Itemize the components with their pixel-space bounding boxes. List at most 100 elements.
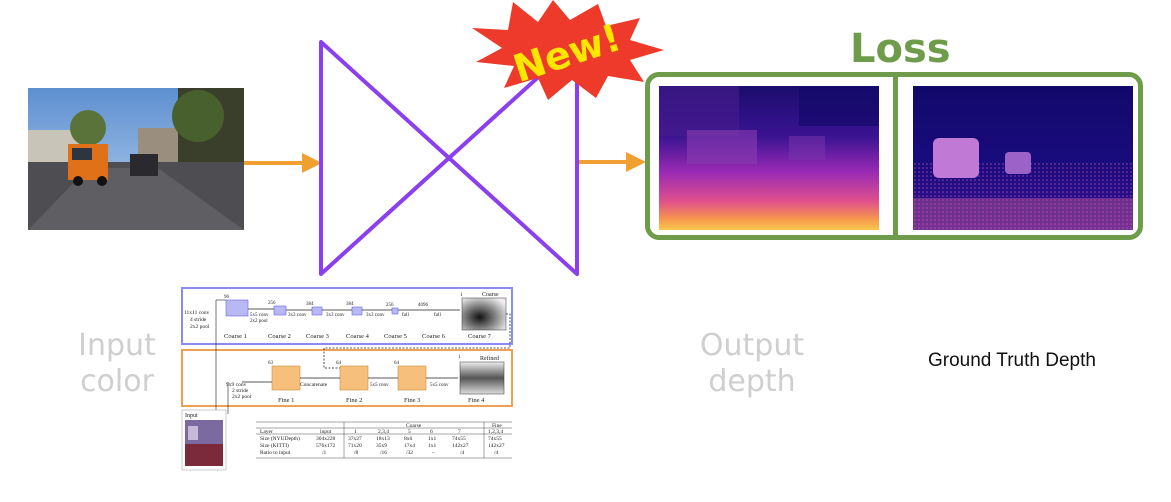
coarse-conv-1b: 2x2 pool: [250, 319, 268, 324]
inset-input-caption: Input: [185, 413, 198, 419]
output-arrow: [578, 152, 646, 172]
fine-layer-3: Fine 3: [404, 397, 420, 404]
coarse-conv-5: full: [402, 313, 410, 318]
loss-box-divider: [893, 74, 898, 240]
coarse-layer-5: Coarse 5: [384, 333, 407, 340]
coarse-layer-4: Coarse 4: [346, 333, 370, 340]
table-r1-c0: Size (KITTI): [260, 442, 289, 449]
coarse-ch-6: 4096: [418, 303, 429, 308]
fine-ch-1: 63: [268, 361, 274, 366]
coarse-7-image: [461, 297, 507, 331]
coarse-conv-1: 5x5 conv: [250, 313, 269, 318]
coarse-layer-1: Coarse 1: [224, 333, 247, 340]
coarse-conv-3: 3x3 conv: [326, 313, 345, 318]
table-r1-c2: 71x20: [348, 443, 362, 449]
table-h-5: 6: [430, 429, 433, 435]
input-color-label: Input color: [62, 328, 172, 400]
loss-title: Loss: [850, 26, 951, 72]
table-r0-c2: 37x27: [348, 436, 362, 442]
table-r1-c7: 142x27: [488, 443, 505, 449]
table-h-4: 5: [408, 429, 411, 435]
fine-conv-1: 5x5 conv: [370, 383, 389, 388]
fine-layer-4: Fine 4: [468, 397, 485, 404]
table-r1-c1: 576x172: [316, 443, 336, 449]
fine-layer-2: Fine 2: [346, 397, 362, 404]
table-h-0: Layer: [260, 429, 273, 435]
coarse-ch-4: 384: [346, 302, 354, 307]
table-r2-c3: /16: [380, 450, 387, 456]
table-r2-c5: –: [431, 450, 435, 456]
refined-title: Refined: [480, 355, 499, 362]
layer-size-table: Coarse Fine Layer input 1 2,3,4 5 6 7 1,…: [256, 421, 512, 459]
coarse-first-3: 2x2 pool: [190, 324, 210, 330]
concatenate-label: Concatenate: [300, 382, 328, 388]
table-h-2: 1: [354, 429, 357, 435]
coarse-ch-2: 256: [268, 301, 276, 306]
table-r0-c5: 1x1: [428, 436, 437, 442]
new-badge: New!: [472, 0, 664, 100]
table-r1-c5: 1x1: [428, 443, 437, 449]
coarse-layer-2: Coarse 2: [268, 333, 291, 340]
fine-block-2: [339, 365, 369, 391]
ground-truth-label: Ground Truth Depth: [928, 350, 1096, 371]
fine-block-1: [271, 365, 301, 391]
fine-layer-1: Fine 1: [278, 397, 294, 404]
coarse-title: Coarse: [482, 292, 499, 298]
fine-first-2: 2 stride: [232, 388, 249, 394]
table-r0-c7: 74x55: [488, 436, 502, 442]
coarse-conv-6: full: [434, 313, 442, 318]
input-color-image: [28, 88, 244, 230]
fine-conv-2: 5x5 conv: [430, 383, 449, 388]
coarse-ch-7: 1: [460, 293, 463, 298]
input-arrow: [244, 153, 322, 173]
table-group-coarse: Coarse: [406, 423, 422, 429]
coarse-layer-6: Coarse 6: [422, 333, 446, 340]
input-label-line2: color: [80, 364, 154, 399]
table-r0-c6: 74x55: [452, 436, 466, 442]
coarse-layer-7: Coarse 7: [468, 333, 492, 340]
coarse-block-5: [391, 307, 399, 315]
output-depth-image: [659, 86, 879, 230]
fine-first-1: 9x9 conv: [226, 382, 247, 388]
fine-4-image: [459, 361, 505, 395]
coarse-ch-1: 96: [224, 295, 230, 300]
table-r1-c4: 17x4: [404, 443, 415, 449]
table-r0-c4: 8x6: [404, 436, 413, 442]
table-r2-c2: /8: [354, 450, 359, 456]
coarse-block-3: [311, 306, 323, 316]
fine-first-3: 2x2 pool: [232, 394, 252, 400]
table-r2-c6: /4: [460, 450, 465, 456]
output-depth-label: Output depth: [692, 328, 812, 400]
coarse-layer-3: Coarse 3: [306, 333, 329, 340]
table-r1-c6: 142x27: [452, 443, 469, 449]
ground-truth-depth-image: [913, 86, 1133, 230]
coarse-first-2: 4 stride: [190, 317, 207, 323]
architecture-inset: 11x11 conv 4 stride 2x2 pool 96 256 384 …: [181, 287, 513, 471]
table-r0-c0: Size (NYUDepth): [260, 435, 300, 442]
table-h-6: 7: [458, 429, 461, 435]
coarse-block-2: [273, 305, 287, 316]
coarse-ch-5: 256: [386, 303, 394, 308]
fine-ch-4: 1: [458, 355, 461, 360]
table-r2-c1: /1: [322, 450, 327, 456]
table-r2-c4: /32: [406, 450, 413, 456]
coarse-block-4: [351, 306, 363, 316]
coarse-conv-4: 3x3 conv: [366, 313, 385, 318]
table-r1-c3: 35x9: [376, 443, 387, 449]
input-label-line1: Input: [78, 328, 156, 363]
fine-ch-2: 64: [336, 361, 342, 366]
table-h-1: input: [320, 429, 332, 435]
table-h-3: 2,3,4: [378, 429, 389, 435]
table-r0-c3: 18x13: [376, 436, 390, 442]
output-label-line2: depth: [708, 364, 796, 399]
fine-block-3: [397, 365, 427, 391]
coarse-ch-3: 384: [306, 302, 314, 307]
new-badge-starburst: [472, 0, 664, 100]
table-r0-c1: 304x228: [316, 436, 336, 442]
coarse-first-1: 11x11 conv: [184, 310, 210, 316]
table-group-fine: Fine: [492, 423, 502, 429]
table-r2-c7: /4: [494, 450, 499, 456]
coarse-conv-2: 3x3 conv: [288, 313, 307, 318]
table-h-7: 1,2,3,4: [488, 429, 503, 435]
output-label-line1: Output: [699, 328, 805, 363]
